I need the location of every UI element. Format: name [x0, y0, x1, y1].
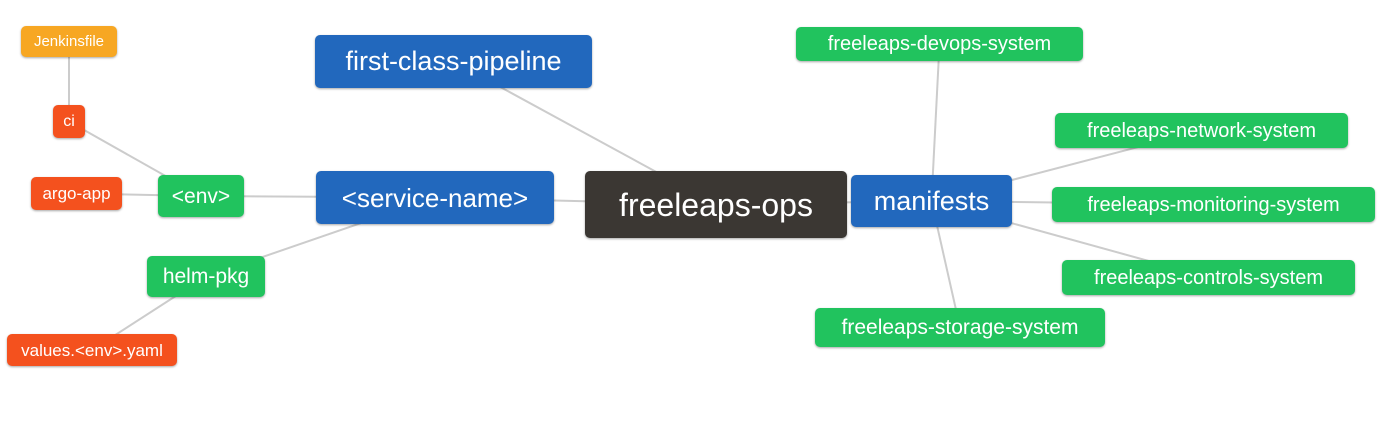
- node-argo-app[interactable]: argo-app: [31, 177, 122, 210]
- node-freeleaps-monitoring-system[interactable]: freeleaps-monitoring-system: [1052, 187, 1375, 222]
- node-jenkinsfile[interactable]: Jenkinsfile: [21, 26, 117, 57]
- node-freeleaps-controls-system[interactable]: freeleaps-controls-system: [1062, 260, 1355, 295]
- node-manifests[interactable]: manifests: [851, 175, 1012, 227]
- node-env[interactable]: <env>: [158, 175, 244, 217]
- node-freeleaps-network-system[interactable]: freeleaps-network-system: [1055, 113, 1348, 148]
- node-values-env-yaml[interactable]: values.<env>.yaml: [7, 334, 177, 366]
- node-freeleaps-ops-root[interactable]: freeleaps-ops: [585, 171, 847, 238]
- edge-manifests-devops: [930, 43, 941, 202]
- node-service-name[interactable]: <service-name>: [316, 171, 554, 224]
- node-freeleaps-devops-system[interactable]: freeleaps-devops-system: [796, 27, 1083, 61]
- node-ci[interactable]: ci: [53, 105, 85, 138]
- node-freeleaps-storage-system[interactable]: freeleaps-storage-system: [815, 308, 1105, 347]
- node-first-class-pipeline[interactable]: first-class-pipeline: [315, 35, 592, 88]
- node-helm-pkg[interactable]: helm-pkg: [147, 256, 265, 297]
